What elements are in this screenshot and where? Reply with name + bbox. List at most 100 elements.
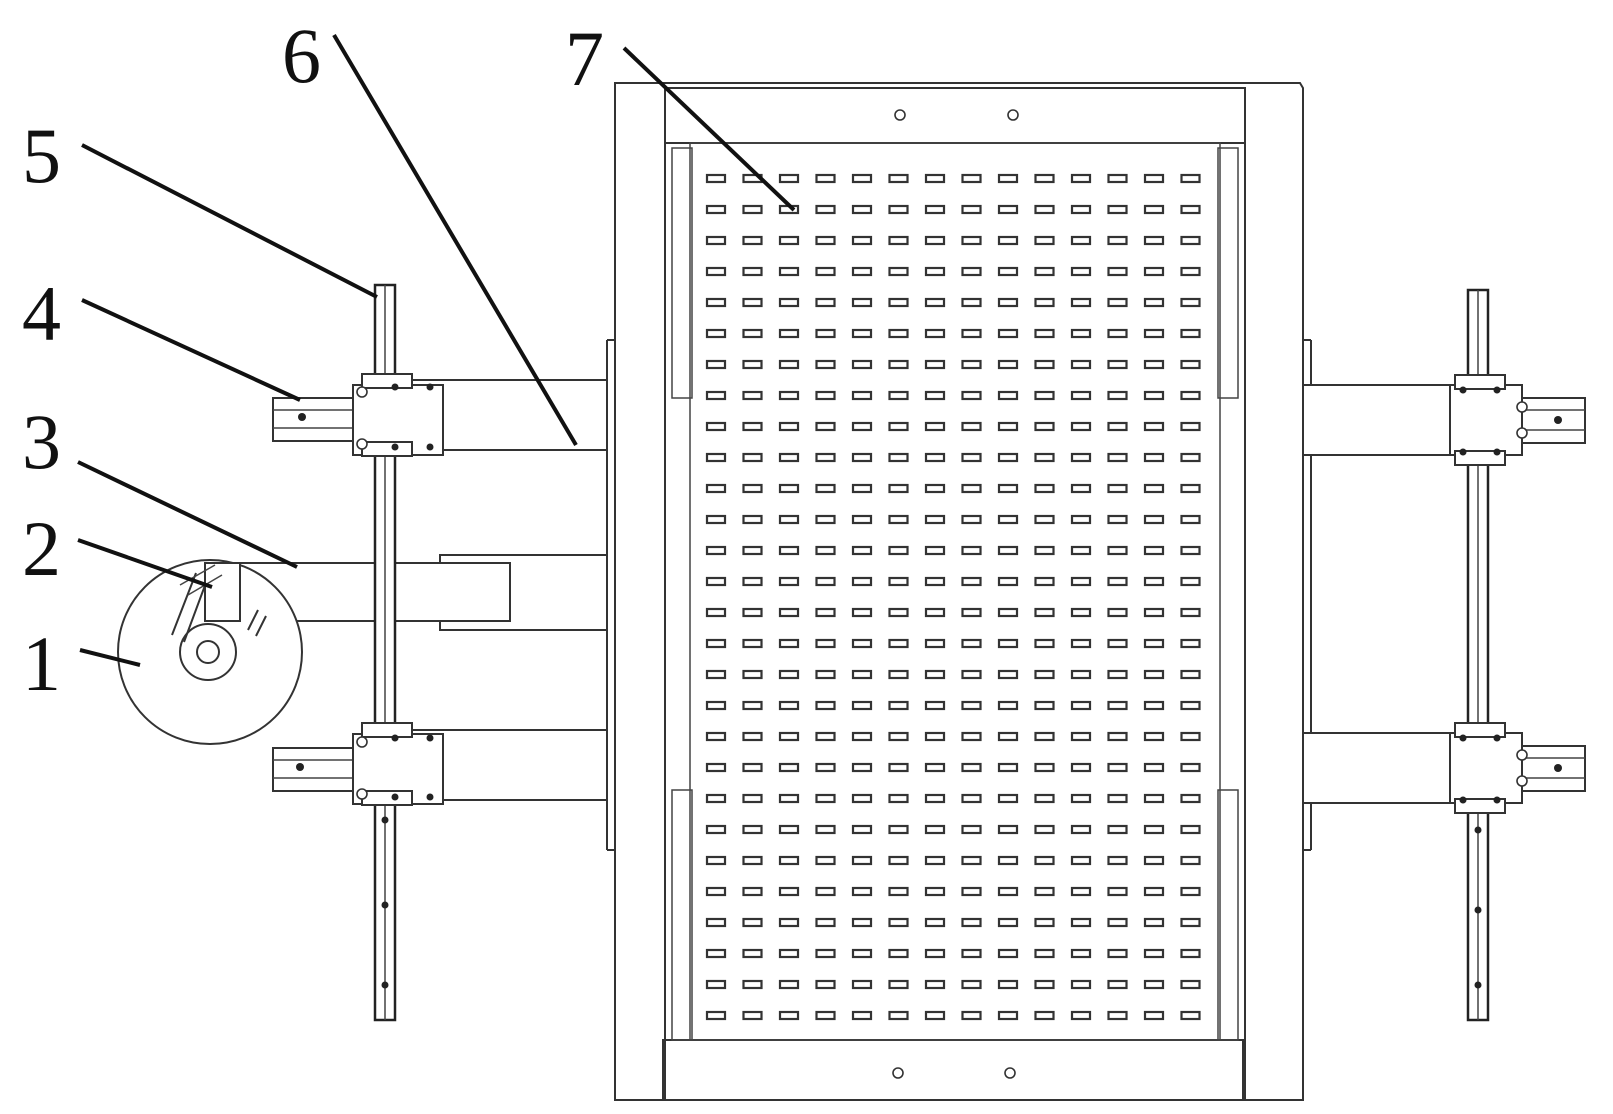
perforation-slot: [778, 917, 800, 928]
perforation-slot: [1143, 1010, 1165, 1021]
perforation-slot: [815, 452, 836, 463]
perforation-slot: [778, 793, 800, 804]
perforation-slot: [997, 669, 1019, 680]
perforation-slot: [1107, 886, 1128, 897]
perforation-slot: [851, 793, 873, 804]
perforation-slot: [1034, 731, 1055, 742]
perforation-slot: [705, 328, 727, 339]
perforation-slot: [815, 1010, 836, 1021]
perforation-slot: [778, 1010, 800, 1021]
perforation-slot: [888, 204, 909, 215]
perforation-slot: [1034, 173, 1055, 184]
perforation-slot: [851, 607, 873, 618]
perforation-slot: [742, 824, 763, 835]
perforation-slot: [1180, 390, 1201, 401]
perforation-slot: [961, 948, 982, 959]
perforation-slot: [1034, 514, 1055, 525]
perforation-slot: [815, 700, 836, 711]
perforation-slot: [924, 576, 946, 587]
perforation-slot: [1107, 607, 1128, 618]
perforation-slot: [1034, 979, 1055, 990]
perforation-slot: [1143, 452, 1165, 463]
perforation-slot: [742, 855, 763, 866]
perforation-slot: [1180, 359, 1201, 370]
perforation-slot: [815, 979, 836, 990]
perforation-slot: [1143, 607, 1165, 618]
perforation-slot: [1034, 793, 1055, 804]
perforation-slot: [888, 297, 909, 308]
perforation-slot: [1070, 483, 1092, 494]
left-vertical-rail: [373, 283, 397, 1022]
perforation-slot: [851, 297, 873, 308]
perforation-slot: [1143, 204, 1165, 215]
perforation-slot: [742, 607, 763, 618]
perforation-slot: [1070, 731, 1092, 742]
perforation-slot: [851, 421, 873, 432]
perforation-slot: [778, 607, 800, 618]
perforation-slot: [997, 297, 1019, 308]
perforation-slot: [961, 855, 982, 866]
perforation-slot: [778, 545, 800, 556]
perforation-slot: [961, 979, 982, 990]
perforation-slot: [851, 886, 873, 897]
perforation-slot: [888, 607, 909, 618]
perforation-slot: [961, 669, 982, 680]
perforation-slot: [1034, 483, 1055, 494]
perforation-slot: [1143, 979, 1165, 990]
perforation-slot: [815, 855, 836, 866]
perforation-slot: [742, 948, 763, 959]
perforation-slot: [924, 483, 946, 494]
perforation-slot: [815, 824, 836, 835]
perforation-slot: [778, 638, 800, 649]
perforation-slot: [888, 545, 909, 556]
perforation-slot: [997, 266, 1019, 277]
perforation-slot: [924, 452, 946, 463]
perforation-slot: [1070, 917, 1092, 928]
perforation-slot: [815, 638, 836, 649]
perforation-slot: [1143, 359, 1165, 370]
perforation-slot: [961, 173, 982, 184]
perforation-slot: [1034, 607, 1055, 618]
left-lower-clamp: [272, 722, 444, 806]
perforation-slot: [924, 514, 946, 525]
perforation-slot: [1034, 948, 1055, 959]
perforation-slot: [961, 762, 982, 773]
perforation-slot: [778, 886, 800, 897]
perforation-slot: [1107, 948, 1128, 959]
perforation-slot: [924, 545, 946, 556]
leader-7: [622, 46, 796, 212]
perforation-slot: [815, 390, 836, 401]
perforation-slot: [888, 359, 909, 370]
perforation-slot: [1143, 514, 1165, 525]
perforation-slot: [961, 266, 982, 277]
perforation-slot: [1143, 483, 1165, 494]
perforation-slot: [997, 762, 1019, 773]
perforation-slot: [1070, 452, 1092, 463]
perforation-slot: [1180, 855, 1201, 866]
perforation-slot: [1070, 762, 1092, 773]
perforation-slot: [851, 762, 873, 773]
perforation-slot: [961, 793, 982, 804]
perforation-slot: [997, 731, 1019, 742]
perforation-slot: [924, 669, 946, 680]
perforation-slot: [1070, 886, 1092, 897]
perforation-slot: [705, 979, 727, 990]
perforation-slot: [1070, 948, 1092, 959]
perforation-slot: [778, 359, 800, 370]
perforation-slot: [1107, 235, 1128, 246]
perforation-slot: [815, 948, 836, 959]
callout-label-6: 6: [282, 12, 321, 99]
perforation-slot: [851, 173, 873, 184]
perforation-slot: [851, 948, 873, 959]
perforation-slot: [1180, 235, 1201, 246]
perforation-slot: [851, 266, 873, 277]
perforation-slot: [997, 700, 1019, 711]
perforation-slot: [778, 948, 800, 959]
perforation-slot: [888, 731, 909, 742]
perforation-slot: [1070, 576, 1092, 587]
perforation-slot: [1107, 545, 1128, 556]
callout-labels: 1 2 3 4 5 6 7: [22, 12, 604, 707]
perforation-slot: [1034, 235, 1055, 246]
perforation-slot: [888, 793, 909, 804]
perforation-slot: [742, 297, 763, 308]
